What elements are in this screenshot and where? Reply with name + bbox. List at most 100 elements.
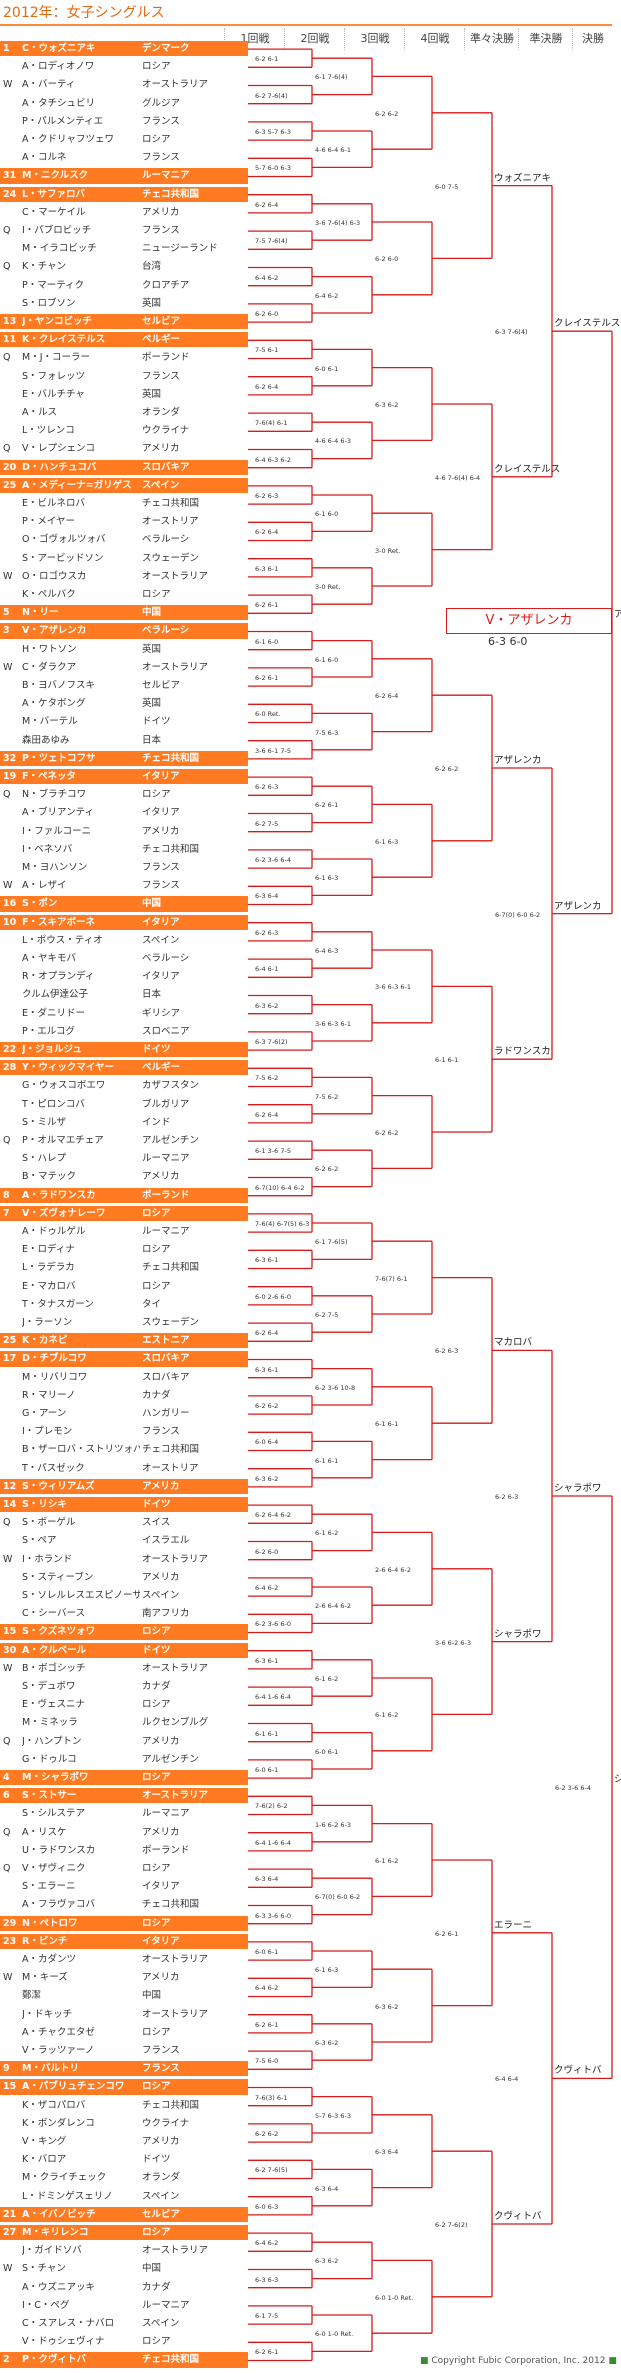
player-country: ベルギー [142, 334, 181, 346]
player-row: C・スアレス・ナバロスペイン [0, 2316, 248, 2331]
player-name: S・ボーゲル [22, 1517, 76, 1529]
match-score: 7-5 6-2 [255, 1074, 279, 1083]
match-score: 6-4 6-3 [315, 947, 339, 955]
seed: W [3, 1553, 13, 1565]
player-country: アルゼンチン [142, 1753, 199, 1765]
player-name: I・プレモン [22, 1426, 73, 1438]
match-score: 6-2 3-6 10-8 [315, 1383, 356, 1392]
player-row: E・ダニリドーギリシア [0, 1006, 248, 1021]
winner-name: ウォズニアキ [494, 172, 552, 184]
player-country: ロシア [142, 789, 171, 801]
player-country: チェコ共和国 [142, 498, 200, 509]
player-name: A・レザイ [22, 880, 67, 892]
match-score: 6-4 6-4 [495, 2075, 519, 2084]
player-country: グルジア [142, 97, 181, 109]
page-title: 2012年：女子シングルス [3, 5, 165, 21]
round-header: 2回戦 [284, 28, 345, 50]
round-header: 3回戦 [344, 28, 405, 50]
player-country: 英国 [142, 643, 162, 655]
player-country: ロシア [142, 1207, 171, 1219]
seed: 9 [3, 2063, 10, 2075]
player-country: エストニア [142, 1335, 190, 1347]
player-row: A・コルネフランス [0, 150, 248, 165]
player-name: S・エラーニ [22, 1881, 76, 1893]
player-row: L・ラデラカチェコ共和国 [0, 1260, 248, 1275]
player-row: S・ソレルレスエスピノーサスペイン [0, 1588, 248, 1603]
player-name: L・サファロバ [22, 188, 86, 200]
seed: 25 [3, 479, 17, 491]
player-country: フランス [142, 370, 180, 382]
player-row: 森田あゆみ日本 [0, 733, 248, 748]
seed: Q [3, 789, 11, 801]
match-score: 6-3 6-2 [315, 2257, 339, 2266]
player-name: V・レプシェンコ [22, 443, 95, 455]
player-row: P・マーティククロアチア [0, 278, 248, 293]
match-score: 6-2 6-1 [255, 601, 279, 610]
player-country: オランダ [142, 407, 181, 418]
seed: 2 [3, 2354, 10, 2366]
player-country: ロシア [142, 134, 171, 145]
player-name: R・マリーノ [22, 1389, 76, 1401]
player-row: R・マリーノカナダ [0, 1388, 248, 1403]
player-row: S・デュボワカナダ [0, 1679, 248, 1694]
match-score: 6-1 6-1 [315, 1456, 339, 1465]
player-name: E・マカロバ [22, 1280, 76, 1292]
player-name: M・ニクルスク [22, 170, 89, 182]
player-row: U・ラドワンスカポーランド [0, 1843, 248, 1858]
player-country: オーストラリア [142, 79, 209, 91]
seed: 32 [3, 752, 17, 764]
player-name: G・ウォスコボエワ [22, 1080, 106, 1092]
seed: 22 [3, 1044, 17, 1055]
seed: 6 [3, 1790, 10, 1802]
player-row: E・ロディナロシア [0, 1242, 248, 1257]
player-row: V・ドゥシェヴィナロシア [0, 2334, 248, 2349]
player-name: B・ボゴシッチ [22, 1662, 86, 1674]
winner-name: クレイステルス [554, 318, 621, 330]
match-score: 6-4 6-2 [255, 1584, 279, 1592]
seed: 16 [3, 898, 17, 910]
seed: 17 [3, 1353, 17, 1365]
match-score: 7-6(2) 6-2 [255, 1802, 288, 1811]
player-country: ロシア [142, 2081, 171, 2093]
player-row: L・ポウス・ティオスペイン [0, 933, 248, 948]
player-country: オーストラリア [142, 1954, 209, 1965]
player-country: スペイン [142, 1590, 180, 1601]
player-name: A・ラドワンスカ [22, 1189, 96, 1201]
match-score: 6-2 7-6(5) [255, 2166, 288, 2175]
player-country: ブルガリア [142, 1098, 190, 1110]
winner-name: クレイステルス [494, 463, 561, 475]
seed: W [3, 79, 13, 91]
match-score: 6-0 6-1 [315, 1747, 339, 1756]
seed: W [3, 570, 13, 582]
player-row: E・ヴェスニナロシア [0, 1697, 248, 1712]
player-name: C・ダラクア [22, 661, 77, 673]
player-name: A・コルネ [22, 152, 67, 164]
player-row: V・ラッツァーノフランス [0, 2043, 248, 2058]
player-country: 日本 [142, 734, 162, 746]
player-name: K・チャン [22, 261, 67, 273]
match-score: 3-0 Ret. [375, 546, 401, 555]
player-name: S・ハレプ [22, 1153, 67, 1165]
player-name: J・ドキッチ [22, 2008, 73, 2020]
seed: 31 [3, 170, 17, 182]
player-name: S・ウィリアムズ [22, 1480, 95, 1492]
match-score: 6-2 3-6 6-0 [255, 1620, 291, 1629]
player-name: S・ミルザ [22, 1116, 67, 1128]
match-score: 6-1 6-1 [435, 1056, 459, 1065]
player-row: B・ザーロバ・ストリツォバチェコ共和国 [0, 1442, 248, 1457]
player-row: M・クライチェックオランダ [0, 2170, 248, 2185]
match-score: 6-4 1-6 6-4 [255, 1838, 291, 1847]
player-row: S・ハレプルーマニア [0, 1151, 248, 1166]
player-name: P・ツェトコフサ [22, 752, 96, 764]
player-row: C・シーバース南アフリカ [0, 1606, 248, 1621]
player-country: カナダ [142, 1681, 171, 1692]
match-score: 6-0 6-1 [255, 1766, 279, 1774]
player-country: フランス [142, 2045, 180, 2056]
